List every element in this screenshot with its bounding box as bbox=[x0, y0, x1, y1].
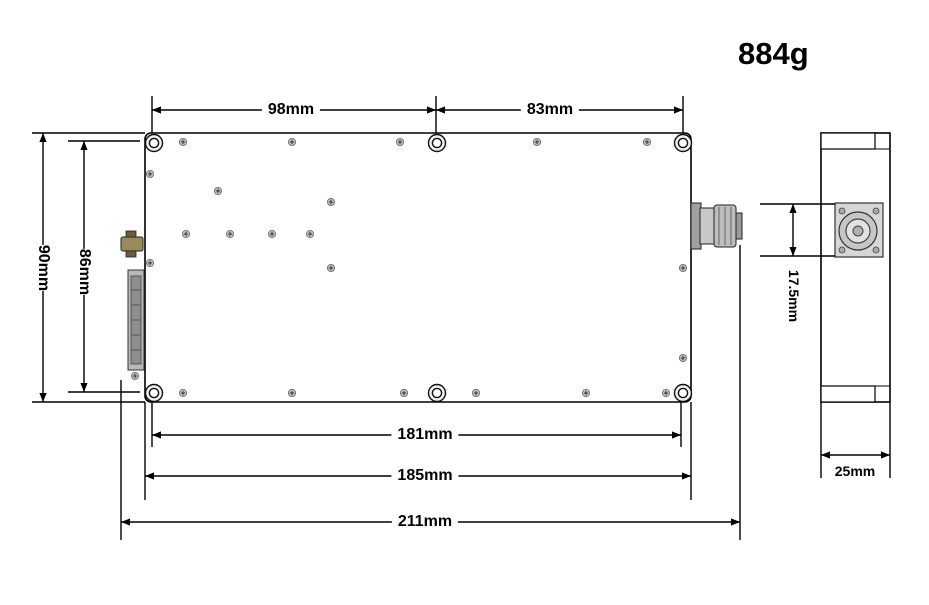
dim-label-width-body: 185mm bbox=[391, 468, 459, 484]
mounting-hole bbox=[427, 133, 447, 153]
left-connectors bbox=[120, 230, 145, 371]
mounting-hole bbox=[144, 133, 164, 153]
dim-label-top-left: 98mm bbox=[261, 102, 321, 118]
rf-connector bbox=[690, 202, 743, 250]
mounting-hole bbox=[144, 383, 164, 403]
mounting-hole bbox=[673, 383, 693, 403]
module-side-view bbox=[820, 132, 891, 403]
dim-label-connector-height: 17.5mm bbox=[786, 269, 802, 323]
dim-label-height-inner: 86mm bbox=[71, 248, 97, 296]
dim-label-height-outer: 90mm bbox=[30, 244, 56, 292]
mounting-hole bbox=[427, 383, 447, 403]
dim-label-width-total: 211mm bbox=[391, 514, 459, 530]
dim-label-top-right: 83mm bbox=[520, 102, 580, 118]
mounting-hole bbox=[673, 133, 693, 153]
module-front-view bbox=[130, 132, 693, 403]
dim-label-thickness: 25mm bbox=[834, 463, 876, 479]
dim-label-width-holes: 181mm bbox=[391, 427, 459, 443]
module-body bbox=[144, 132, 692, 403]
weight-label: 884g bbox=[738, 36, 809, 71]
